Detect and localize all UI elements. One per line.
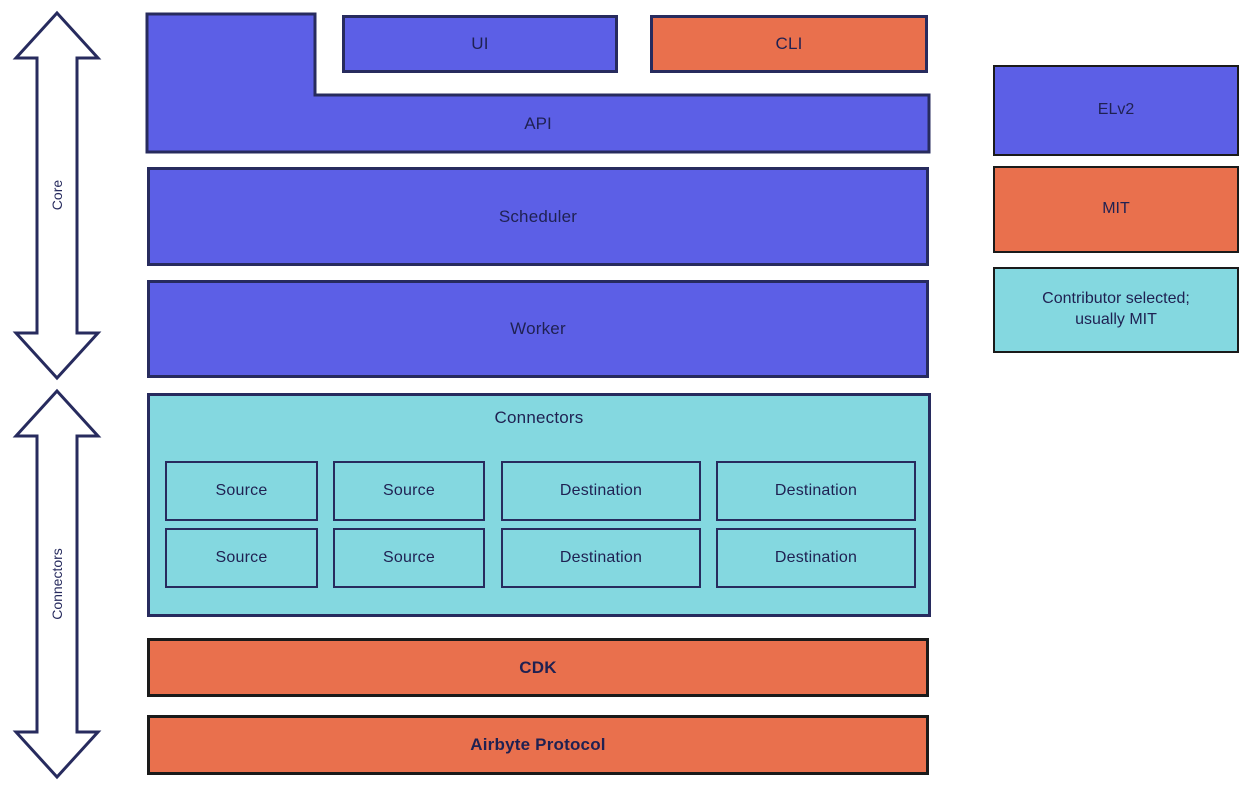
cli-label: CLI bbox=[775, 34, 803, 53]
legend-item-contributor: Contributor selected; usually MIT bbox=[993, 267, 1239, 353]
source-cell-label: Source bbox=[383, 482, 435, 499]
airbyte-protocol-block: Airbyte Protocol bbox=[147, 715, 929, 775]
destination-cell: Destination bbox=[501, 461, 701, 521]
cli-block: CLI bbox=[650, 15, 928, 73]
scheduler-block: Scheduler bbox=[147, 167, 929, 266]
api-block-shape bbox=[145, 12, 931, 154]
airbyte-protocol-label: Airbyte Protocol bbox=[470, 735, 606, 754]
destination-cell-label: Destination bbox=[559, 482, 643, 499]
source-cell: Source bbox=[165, 461, 318, 521]
connectors-arrow-label: Connectors bbox=[49, 548, 65, 620]
destination-cell-label: Destination bbox=[559, 549, 643, 566]
legend-item-mit: MIT bbox=[993, 166, 1239, 253]
source-cell: Source bbox=[165, 528, 318, 588]
core-arrow-label: Core bbox=[49, 179, 65, 211]
destination-cell: Destination bbox=[501, 528, 701, 588]
connectors-title: Connectors bbox=[494, 408, 584, 427]
connectors-block: Connectors Source Source Destination Des… bbox=[147, 393, 931, 617]
destination-cell: Destination bbox=[716, 528, 916, 588]
ui-label: UI bbox=[471, 34, 489, 53]
worker-label: Worker bbox=[510, 319, 566, 338]
ui-block: UI bbox=[342, 15, 618, 73]
source-cell-label: Source bbox=[383, 549, 435, 566]
legend-contributor-label: Contributor selected; usually MIT bbox=[1042, 290, 1190, 328]
source-cell: Source bbox=[333, 528, 485, 588]
source-cell-label: Source bbox=[215, 482, 268, 499]
destination-cell: Destination bbox=[716, 461, 916, 521]
scheduler-label: Scheduler bbox=[498, 206, 578, 226]
core-span-arrow bbox=[12, 10, 102, 381]
api-label: API bbox=[524, 113, 552, 133]
connectors-span-arrow bbox=[12, 388, 102, 780]
cdk-label: CDK bbox=[519, 657, 557, 677]
cdk-block: CDK bbox=[147, 638, 929, 697]
legend-item-elv2: ELv2 bbox=[993, 65, 1239, 156]
legend-mit-label: MIT bbox=[1102, 200, 1130, 218]
legend-elv2-label: ELv2 bbox=[1097, 101, 1135, 119]
destination-cell-label: Destination bbox=[774, 482, 858, 499]
destination-cell-label: Destination bbox=[774, 549, 858, 566]
source-cell-label: Source bbox=[215, 549, 268, 566]
source-cell: Source bbox=[333, 461, 485, 521]
worker-block: Worker bbox=[147, 280, 929, 378]
